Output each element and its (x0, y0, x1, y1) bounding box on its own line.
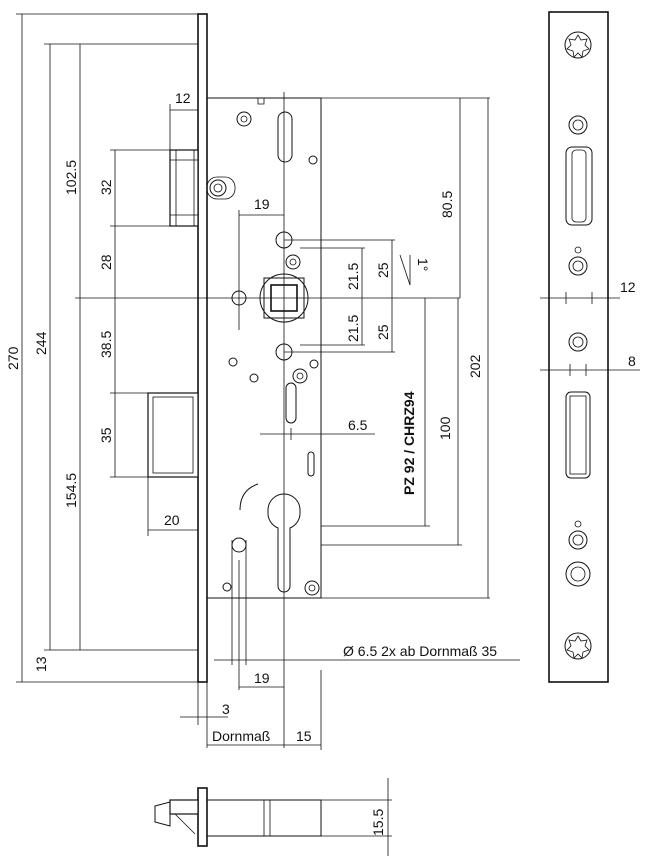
dim-13: 13 (33, 656, 49, 672)
dim-25-top: 25 (375, 262, 391, 278)
dim-angle: 1° (415, 258, 431, 271)
dim-face-8: 8 (628, 353, 636, 369)
dim-6-5: 6.5 (348, 417, 368, 433)
latch-bolt (169, 149, 199, 227)
dim-face-12: 12 (620, 279, 636, 295)
lock-case (206, 97, 322, 599)
dim-25-bot: 25 (375, 324, 391, 340)
fixing-holes (231, 231, 293, 553)
lock-top-view (154, 787, 322, 847)
cylinder-hole (267, 493, 301, 593)
dim-102-5: 102.5 (63, 160, 79, 195)
deadbolt (147, 392, 199, 478)
dim-19-bot: 19 (254, 670, 270, 686)
follower-hub (259, 273, 309, 323)
dim-15: 15 (296, 728, 312, 744)
dornmass-label: Dornmaß (212, 728, 270, 744)
faceplate-side (197, 13, 208, 683)
dim-20: 20 (164, 512, 180, 528)
dim-80-5: 80.5 (439, 191, 455, 218)
dim-21-5-bot: 21.5 (345, 315, 361, 342)
dim-19-top: 19 (254, 196, 270, 212)
dim-38-5: 38.5 (98, 331, 114, 358)
top-slot (277, 111, 293, 163)
dim-28: 28 (98, 254, 114, 270)
dim-154-5: 154.5 (63, 473, 79, 508)
hole-note: Ø 6.5 2x ab Dornmaß 35 (343, 643, 497, 659)
dim-270: 270 (5, 346, 21, 370)
dim-100: 100 (437, 416, 453, 440)
case-screws (222, 111, 320, 596)
mid-slot (285, 382, 297, 424)
latch-spring (206, 176, 236, 200)
dim-15-5: 15.5 (370, 809, 386, 836)
dim-21-5-top: 21.5 (345, 263, 361, 290)
dim-244: 244 (33, 331, 49, 355)
dim-35: 35 (98, 427, 114, 443)
dim-12-top: 12 (175, 90, 191, 106)
dim-3: 3 (222, 701, 230, 717)
cylinder-label: PZ 92 / CHRZ94 (401, 391, 417, 495)
dim-32: 32 (98, 179, 114, 195)
faceplate-front-view (548, 11, 609, 683)
dim-202: 202 (467, 354, 483, 378)
